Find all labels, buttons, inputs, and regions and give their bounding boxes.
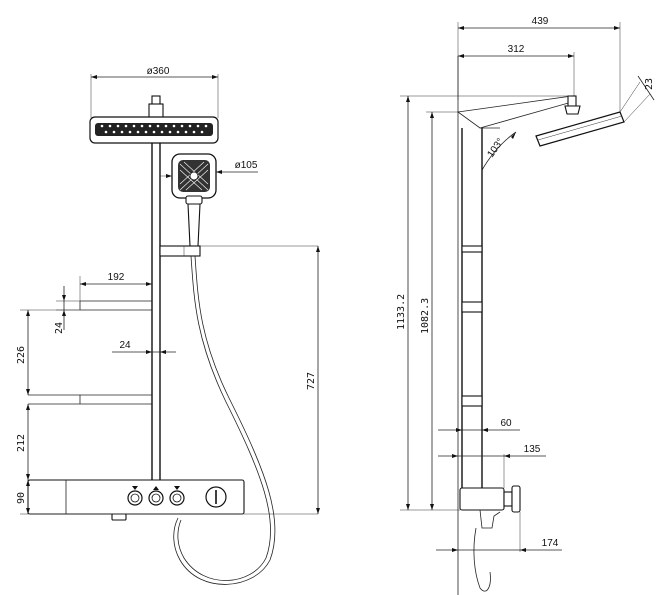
mixer-depth-dimension: 135 [438, 444, 546, 488]
mode-knob-2[interactable] [148, 490, 164, 506]
total-height-label: 1133.2 [396, 294, 407, 330]
head-diameter-dimension: ø360 [90, 66, 219, 118]
hose-height-label: 727 [306, 372, 317, 390]
shower-arm [456, 95, 625, 147]
outlet-depth-label: 174 [542, 538, 559, 549]
mode-knob-3[interactable] [169, 490, 185, 506]
side-view: 439 312 23 [396, 16, 655, 595]
towel-bar-upper [79, 300, 152, 311]
bar-length-dimension: 192 [79, 272, 152, 301]
base-height-dimension: 90 [16, 480, 318, 515]
towel-bar-lower [28, 394, 152, 405]
lower-spacing-label: 212 [16, 434, 27, 452]
bar-spacing-dimension: 226 [16, 309, 80, 395]
side-mixer [459, 485, 521, 529]
shower-hose [173, 255, 276, 585]
arm-length-dimension: 312 [458, 44, 575, 96]
rain-shower-head [89, 95, 219, 144]
pipe-width-label: 24 [119, 340, 131, 351]
bar-thickness-label: 24 [54, 322, 65, 334]
angle-label: 103° [485, 136, 506, 159]
handshower-diameter-label: ø105 [235, 160, 258, 171]
hand-shower: ø105 [160, 153, 258, 247]
main-pipe [151, 143, 161, 480]
mixer-depth-label: 135 [524, 444, 541, 455]
total-height-dimension: 1133.2 [396, 95, 572, 511]
bar-spacing-label: 226 [16, 346, 27, 364]
side-pipe [461, 128, 483, 488]
head-thickness-label: 23 [644, 78, 655, 90]
lower-spacing-dimension: 212 [16, 404, 30, 480]
total-depth-dimension: 439 [457, 16, 621, 118]
bar-length-label: 192 [108, 272, 125, 283]
head-thickness-dimension: 23 [619, 75, 655, 123]
total-depth-label: 439 [532, 16, 549, 27]
wall-offset-dimension: 60 [438, 418, 520, 432]
outlet-depth-dimension: 174 [436, 512, 562, 552]
angle-dimension: 103° [481, 131, 517, 171]
hose-height-dimension: 727 [306, 246, 320, 514]
pipe-width-dimension: 24 [112, 340, 176, 354]
head-diameter-label: ø360 [147, 66, 170, 77]
side-hose [473, 527, 491, 592]
arm-length-label: 312 [508, 44, 525, 55]
handshower-holder [159, 245, 318, 257]
base-height-label: 90 [16, 492, 27, 504]
pipe-height-label: 1082.3 [420, 298, 431, 334]
mode-knob-1[interactable] [127, 490, 143, 506]
front-view: ø360 [16, 66, 320, 585]
wall-offset-label: 60 [500, 418, 512, 429]
pipe-height-dimension: 1082.3 [420, 111, 458, 510]
